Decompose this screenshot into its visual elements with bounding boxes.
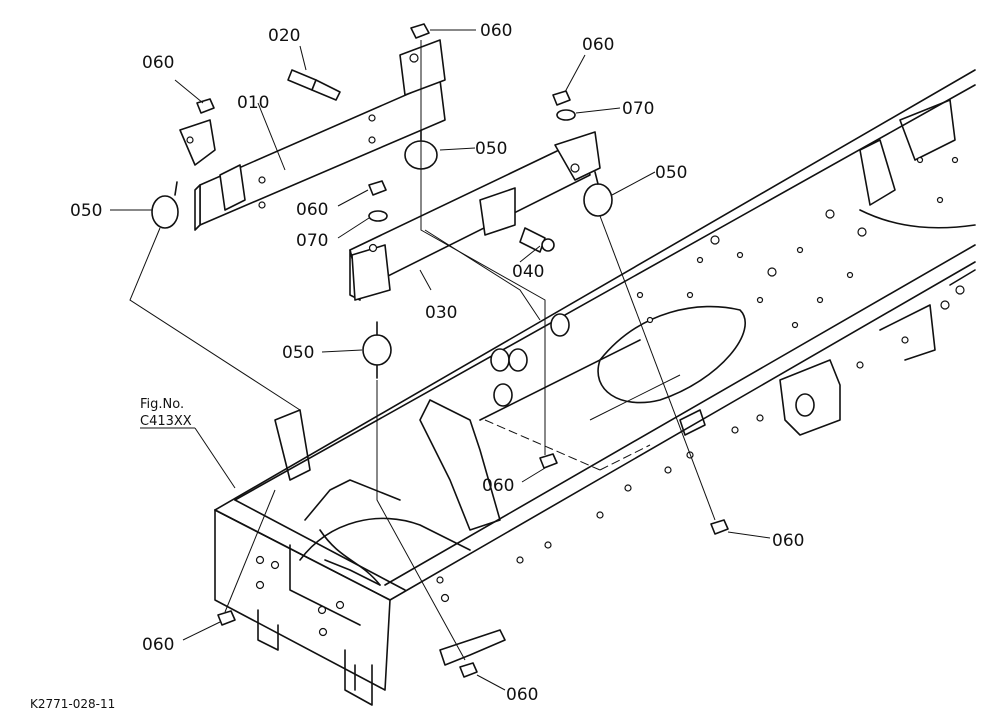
callout-060-top-left: 060 [142,53,174,73]
callout-060-lower-left: 060 [142,635,174,655]
figure-number: C413XX [140,414,192,429]
nut-060-bottom [459,662,478,678]
nut-060-top [410,23,430,39]
callout-leaders [110,29,771,691]
callout-060-bottom: 060 [506,685,538,705]
figure-caption: Fig.No. [140,397,184,412]
callout-050-left: 050 [70,201,102,221]
rubber-mount-050-a [151,181,179,229]
callout-050-center: 050 [475,139,507,159]
rubber-mount-050-d [362,321,392,379]
callout-060-top: 060 [480,21,512,41]
assembly-guide-lines [129,40,716,661]
nut-060-center [539,453,558,469]
frame-holes [255,156,965,637]
nut-060-top-left [196,98,215,114]
callout-010: 010 [237,93,269,113]
bolt-040 [519,227,555,253]
callout-030: 030 [425,303,457,323]
rubber-mount-050-c [583,171,613,217]
washer-070-a [368,210,388,222]
callout-050-right: 050 [655,163,687,183]
bracket-010 [179,39,446,231]
callout-labels: 010 020 030 040 050 050 050 050 060 060 … [70,21,804,705]
chassis-frame [214,69,976,706]
bolt-020 [287,69,341,101]
callout-060-top-right: 060 [582,35,614,55]
nut-060-mid [368,180,387,196]
callout-070-right: 070 [622,99,654,119]
nut-060-lower-left [217,610,236,626]
nut-060-right [710,519,729,535]
callout-060-right: 060 [772,531,804,551]
callout-040: 040 [512,262,544,282]
callout-060-mid: 060 [296,200,328,220]
washer-070-b [556,109,576,121]
nut-060-top-right [552,90,571,106]
callout-060-center: 060 [482,476,514,496]
drawing-code: K2771-028-11 [30,697,115,711]
callout-070-left: 070 [296,231,328,251]
frame-bushings [490,313,815,417]
bracket-030 [349,131,601,301]
callout-020: 020 [268,26,300,46]
figure-reference: Fig.No. C413XX [140,397,192,429]
callout-050-lower: 050 [282,343,314,363]
